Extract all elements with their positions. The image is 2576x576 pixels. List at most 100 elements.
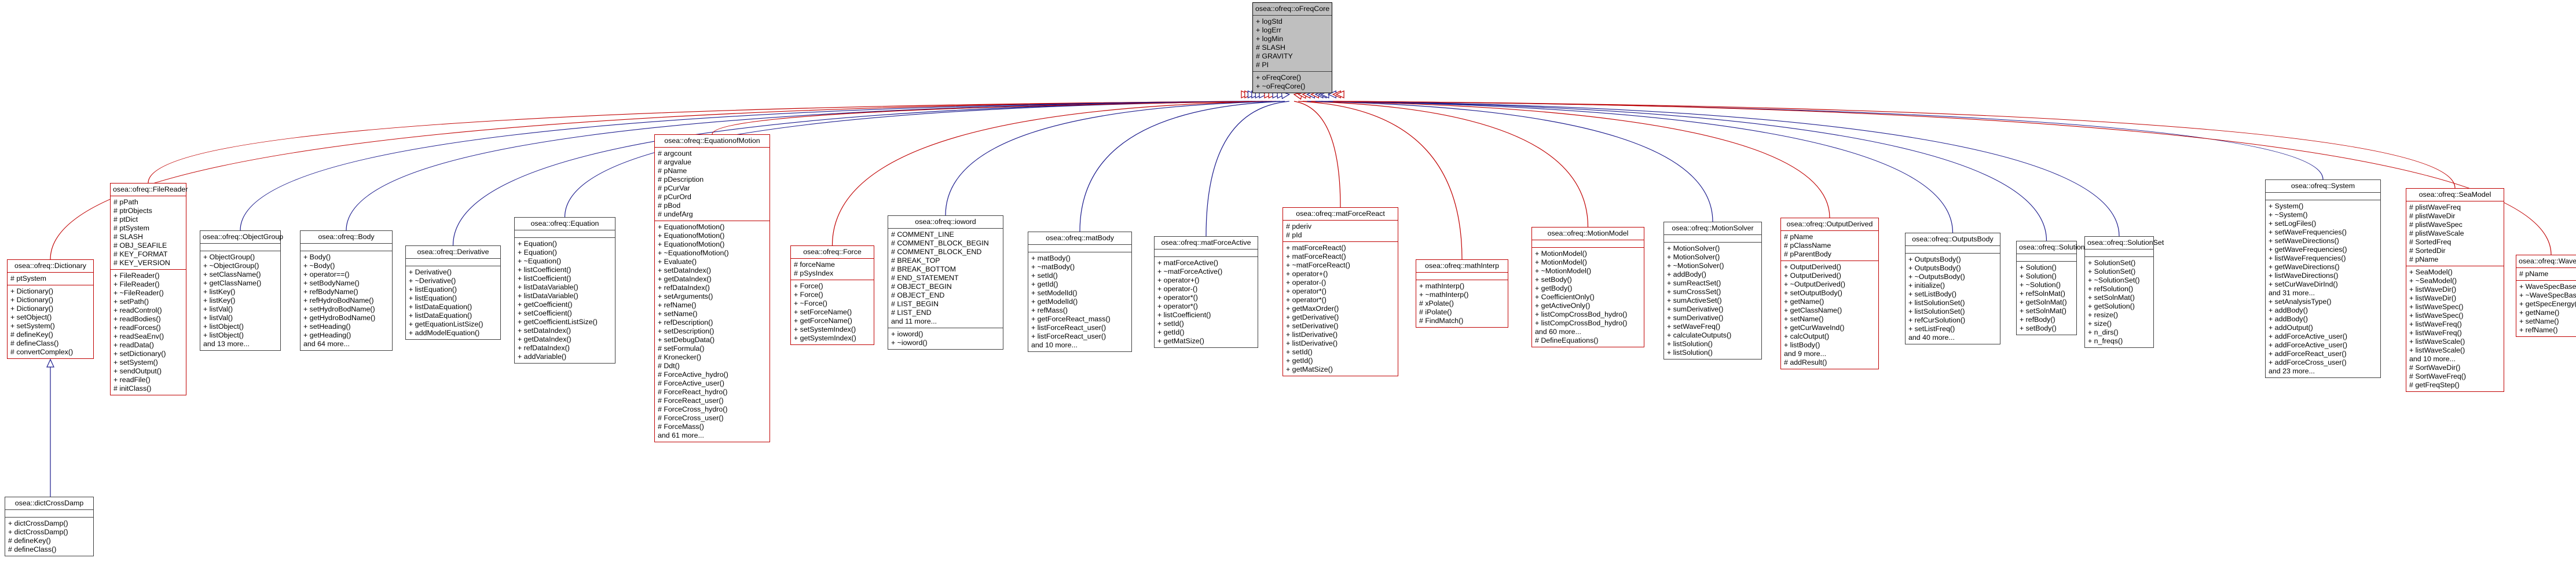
inheritance-arrowhead: [1335, 90, 1344, 99]
class-method: + ~MotionModel(): [1535, 267, 1592, 275]
class-method: # convertComplex(): [10, 348, 74, 356]
class-attribute: # plistWaveSpec: [2409, 221, 2463, 229]
class-method: + setCoefficient(): [518, 309, 572, 317]
class-box-derivative[interactable]: osea::ofreq::Derivative+ Derivative()+ ~…: [405, 245, 501, 340]
class-box-motionsolver[interactable]: osea::ofreq::MotionSolver+ MotionSolver(…: [1663, 222, 1762, 359]
class-method: + setOutputBody(): [1784, 289, 1842, 297]
class-box-solutionset[interactable]: osea::ofreq::SolutionSet+ SolutionSet()+…: [2084, 236, 2164, 348]
class-attribute: # COMMENT_BLOCK_END: [891, 248, 982, 256]
class-box-equationofmotion[interactable]: osea::ofreq::EquationofMotion# argcount#…: [654, 134, 770, 442]
class-method: + operator-(): [1157, 285, 1198, 293]
class-title: osea::ofreq::Derivative: [417, 248, 489, 256]
class-method: + ~ioword(): [891, 339, 928, 347]
class-box-system[interactable]: osea::ofreq::System+ System()+ ~System()…: [2265, 179, 2381, 378]
class-method: + setId(): [1286, 348, 1313, 356]
class-method: + getMatSize(): [1157, 337, 1204, 345]
class-method: # ForceCross_user(): [658, 414, 724, 422]
inheritance-edge-matbody: [1079, 101, 1285, 232]
class-method: + getCoefficientListSize(): [518, 318, 598, 326]
inheritance-edge-filereader: [148, 101, 1252, 184]
class-box-wavespecbase[interactable]: osea::ofreq::WaveSpecBase# pName+ WaveSp…: [2516, 255, 2576, 337]
class-method: + getWaveFrequencies(): [2269, 245, 2347, 254]
class-method: # defineKey(): [10, 331, 53, 339]
class-box-motionmodel[interactable]: osea::ofreq::MotionModel+ MotionModel()+…: [1531, 227, 1644, 347]
class-attribute: # SLASH: [1256, 43, 1285, 52]
inheritance-edge-motionsolver: [1307, 101, 1713, 222]
class-box-seamodel[interactable]: osea::ofreq::SeaModel# plistWaveFreq# pl…: [2406, 188, 2504, 392]
class-box-body[interactable]: osea::ofreq::Body+ Body()+ ~Body()+ oper…: [300, 230, 393, 351]
class-box-dictionary[interactable]: osea::ofreq::Dictionary# ptSystem+ Dicti…: [7, 259, 94, 359]
class-attribute: # END_STATEMENT: [891, 274, 959, 282]
class-method: + ~OutputDerived(): [1784, 280, 1846, 288]
class-method: + setDescription(): [658, 327, 714, 335]
class-box-ioword[interactable]: osea::ofreq::ioword# COMMENT_LINE# COMME…: [888, 215, 1003, 350]
class-method: + resize(): [2088, 311, 2118, 319]
class-box-dictcrossdamp[interactable]: osea::dictCrossDamp+ dictCrossDamp()+ di…: [5, 497, 94, 556]
method-compartment: + SolutionSet()+ SolutionSet()+ ~Solutio…: [2085, 256, 2153, 347]
class-method: + listSolution(): [1667, 340, 1713, 348]
class-attribute: # pName: [2519, 270, 2549, 278]
class-box-force[interactable]: osea::ofreq::Force# forceName# pSysIndex…: [790, 245, 874, 345]
class-method: + refName(): [2519, 326, 2558, 334]
class-method: + setId(): [1157, 320, 1184, 328]
class-box-mathinterp[interactable]: osea::ofreq::mathInterp+ mathInterp()+ ~…: [1416, 259, 1508, 328]
class-method: + operator*(): [1157, 302, 1198, 310]
class-method: + mathInterp(): [1419, 282, 1465, 290]
method-compartment: + SeaModel()+ ~SeaModel()+ listWaveDir()…: [2406, 266, 2504, 391]
class-method: + ~Equation(): [518, 257, 562, 265]
class-method: + Equation(): [518, 240, 557, 248]
method-compartment: + ObjectGroup()+ ~ObjectGroup()+ setClas…: [200, 251, 280, 350]
class-method: + listSolutionSet(): [1908, 307, 1965, 315]
class-method: + MotionModel(): [1535, 250, 1587, 258]
class-method: + operator+(): [1286, 270, 1328, 278]
class-box-matbody[interactable]: osea::ofreq::matBody+ matBody()+ ~matBod…: [1028, 232, 1132, 352]
class-method: + setName(): [2519, 317, 2559, 325]
class-box-filereader[interactable]: osea::ofreq::FileReader# pPath# ptrObjec…: [110, 183, 188, 395]
attribute-compartment: [1155, 249, 1258, 256]
class-method: + getForceReact_mass(): [1031, 315, 1111, 323]
class-box-ofreqcore[interactable]: osea::ofreq::oFreqCore+ logStd+ logErr+ …: [1252, 2, 1332, 93]
class-method: and 31 more...: [2269, 289, 2315, 297]
class-method: + getDerivative(): [1286, 313, 1339, 321]
class-box-matforcereact[interactable]: osea::ofreq::matForceReact# pderiv# pId+…: [1282, 207, 1398, 376]
attribute-compartment: # plistWaveFreq# plistWaveDir# plistWave…: [2406, 201, 2504, 266]
class-method: + addForceActive_user(): [2269, 332, 2348, 340]
inheritance-edge-objectgroup: [240, 101, 1256, 231]
class-method: + refDescription(): [658, 318, 713, 326]
class-method: + getMaxOrder(): [1286, 304, 1339, 313]
class-method: + setWaveDirections(): [2269, 237, 2339, 245]
method-compartment: + ioword()+ ~ioword(): [888, 328, 1003, 349]
class-attribute: # pName: [2409, 255, 2439, 263]
class-method: + operator-(): [1286, 278, 1327, 287]
class-box-equation[interactable]: osea::ofreq::Equation+ Equation()+ Equat…: [514, 217, 615, 364]
class-method: + operator==(): [303, 270, 350, 278]
class-method: + operator*(): [1286, 287, 1327, 295]
class-method: + MotionSolver(): [1667, 253, 1720, 261]
class-method: + ~matForceReact(): [1286, 261, 1350, 269]
class-method: + setName(): [1784, 315, 1824, 323]
class-method: # ForceActive_user(): [658, 379, 724, 387]
class-method: + listEquation(): [409, 294, 457, 302]
class-method: + readSeaEnv(): [113, 332, 164, 340]
class-method: # addResult(): [1784, 358, 1827, 366]
class-method: + Dictionary(): [10, 296, 54, 304]
class-method: + ~System(): [2269, 211, 2308, 219]
class-method: # ForceActive_hydro(): [658, 370, 728, 379]
class-method: + addOutput(): [2269, 324, 2313, 332]
attribute-compartment: # pPath# ptrObjects# ptDict# ptSystem# S…: [111, 196, 186, 269]
class-method: + oFreqCore(): [1256, 74, 1302, 82]
class-title: osea::ofreq::FileReader: [113, 185, 188, 193]
class-method: + setModelId(): [1031, 289, 1078, 297]
class-box-objectgroup[interactable]: osea::ofreq::ObjectGroup+ ObjectGroup()+…: [200, 230, 284, 351]
class-box-outputsbody[interactable]: osea::ofreq::OutputsBody+ OutputsBody()+…: [1905, 233, 2000, 344]
class-method: + setDataIndex(): [658, 266, 711, 274]
class-method: + listCoefficient(): [518, 266, 571, 274]
class-method: # SortWaveFreq(): [2409, 372, 2466, 380]
class-box-solution[interactable]: osea::ofreq::Solution+ Solution()+ Solut…: [2016, 241, 2085, 335]
class-method: + getForceName(): [794, 317, 852, 325]
class-title: osea::ofreq::ObjectGroup: [203, 233, 284, 241]
class-box-outputderived[interactable]: osea::ofreq::OutputDerived# pName# pClas…: [1780, 218, 1879, 369]
class-method: # ForceReact_hydro(): [658, 388, 728, 396]
class-box-matforceactive[interactable]: osea::ofreq::matForceActive+ matForceAct…: [1154, 236, 1258, 348]
class-attribute: # LIST_BEGIN: [891, 300, 939, 308]
